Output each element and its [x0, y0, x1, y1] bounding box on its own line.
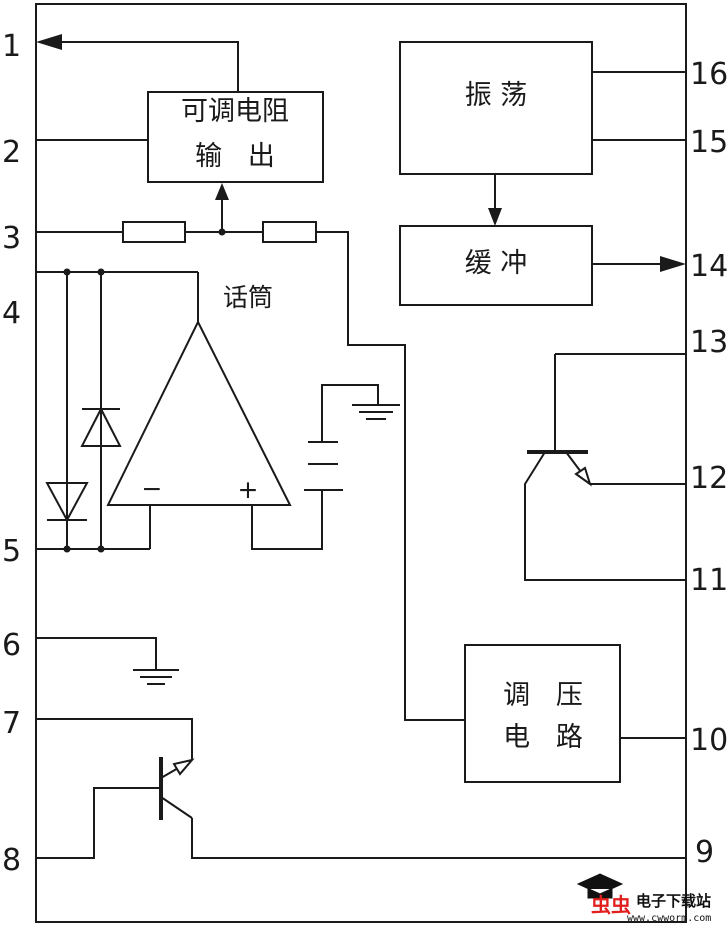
junction-dot: [97, 545, 105, 553]
battery-ground-wire: [321, 384, 379, 442]
pin8-wire: [36, 787, 161, 859]
adjustable-resistor-title: 可调电阻: [181, 96, 289, 127]
pin-label-14: 14: [690, 249, 727, 284]
tap-arrow-icon: [215, 183, 229, 200]
block-voltage-regulator: [464, 644, 621, 783]
resistor-right: [262, 221, 317, 243]
pin-label-11: 11: [690, 563, 727, 598]
pin-label-7: 7: [2, 706, 21, 741]
watermark-logo: 虫虫: [591, 893, 631, 917]
pin1-arrow-icon: [36, 34, 62, 50]
pin1-wire: [52, 41, 239, 92]
pin-label-12: 12: [690, 461, 727, 496]
pin11-wire: [524, 451, 686, 581]
diode-down-icon: [45, 482, 89, 523]
pin6-wire: [36, 637, 157, 670]
pin-label-15: 15: [690, 125, 727, 160]
pin-label-1: 1: [2, 29, 21, 64]
pin-label-2: 2: [2, 135, 21, 170]
pin-label-3: 3: [2, 221, 21, 256]
oscillator-label: 振 荡: [465, 80, 528, 111]
buffer-label: 缓 冲: [465, 248, 528, 279]
resistor-left: [122, 221, 186, 243]
chip-outline: [35, 3, 687, 923]
opamp-plus-wire: [251, 490, 323, 550]
opamp-minus-label: −: [142, 474, 163, 503]
pin-label-5: 5: [2, 534, 21, 569]
junction-dot: [97, 268, 105, 276]
regulator-line1: 调 压: [503, 680, 583, 711]
transistor-2-arrow-icon: [574, 466, 592, 487]
transistor-1-arrow-icon: [172, 758, 195, 776]
regulator-line2: 电 路: [503, 722, 583, 753]
pin-label-6: 6: [2, 628, 21, 663]
pin-label-9: 9: [695, 835, 714, 870]
block-adjustable-resistor: [147, 91, 324, 183]
pin14-arrow-icon: [660, 256, 686, 272]
junction-dot: [63, 545, 71, 553]
opamp-icon: [106, 319, 292, 506]
osc-buffer-arrow-icon: [488, 208, 502, 226]
opamp-plus-label: +: [238, 475, 259, 504]
watermark-url: www.cwworm.com: [627, 913, 711, 924]
diode-up-icon: [80, 406, 122, 447]
junction-dot: [63, 268, 71, 276]
pin-label-13: 13: [690, 325, 727, 360]
microphone-label: 话筒: [223, 283, 273, 312]
pin7-wire: [36, 718, 193, 760]
pin-label-8: 8: [2, 843, 21, 878]
graduation-cap-icon: [576, 873, 624, 899]
pin-label-10: 10: [690, 723, 727, 758]
junction-dot: [218, 228, 226, 236]
block-buffer: [399, 225, 593, 306]
pin-label-16: 16: [690, 57, 727, 92]
transistor-1-emitter: [160, 796, 193, 819]
watermark: 虫虫 电子下载站 www.cwworm.com: [576, 873, 711, 924]
adjustable-resistor-subtitle: 输 出: [195, 141, 275, 172]
pin-label-4: 4: [2, 296, 21, 331]
watermark-site: 电子下载站: [636, 892, 711, 910]
pin3-wire-c: [316, 231, 465, 721]
pin9-wire: [191, 818, 686, 859]
